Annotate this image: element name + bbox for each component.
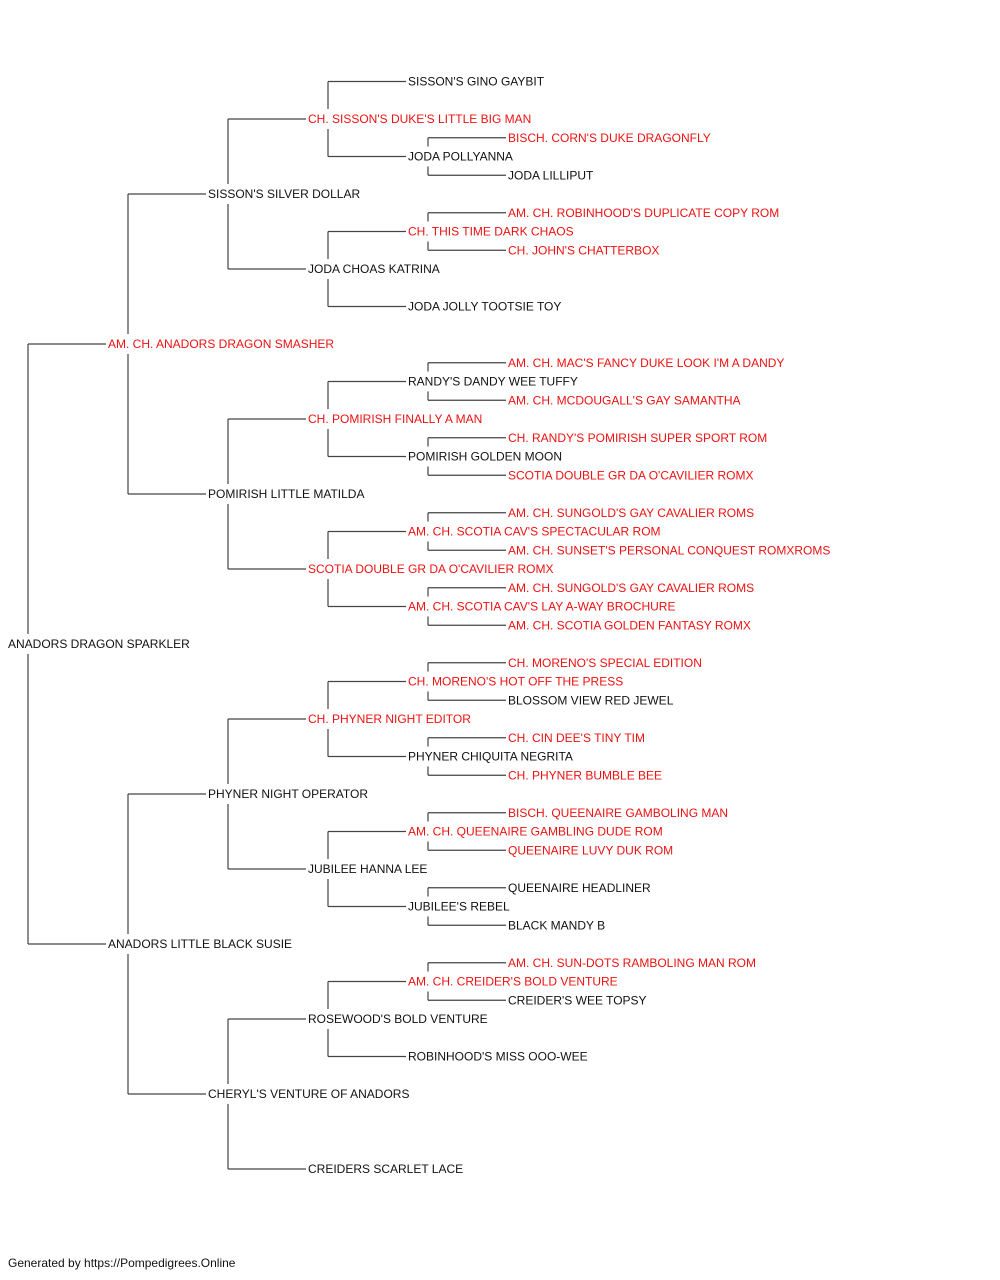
pedigree-node[interactable]: CH. MORENO'S HOT OFF THE PRESS xyxy=(408,675,623,689)
pedigree-node[interactable]: BLACK MANDY B xyxy=(508,918,605,932)
pedigree-node[interactable]: AM. CH. SCOTIA CAV'S LAY A-WAY BROCHURE xyxy=(408,600,675,614)
pedigree-node[interactable]: SISSON'S GINO GAYBIT xyxy=(408,75,545,89)
pedigree-node[interactable]: AM. CH. MCDOUGALL'S GAY SAMANTHA xyxy=(508,393,741,407)
pedigree-node[interactable]: AM. CH. SUNSET'S PERSONAL CONQUEST ROMXR… xyxy=(508,543,830,557)
pedigree-node[interactable]: PHYNER CHIQUITA NEGRITA xyxy=(408,750,573,764)
pedigree-node[interactable]: CH. RANDY'S POMIRISH SUPER SPORT ROM xyxy=(508,431,767,445)
pedigree-node[interactable]: JUBILEE'S REBEL xyxy=(408,900,510,914)
footer-credit: Generated by https://Pompedigrees.Online xyxy=(8,1256,236,1270)
pedigree-node[interactable]: CH. CIN DEE'S TINY TIM xyxy=(508,731,645,745)
pedigree-node[interactable]: AM. CH. MAC'S FANCY DUKE LOOK I'M A DAND… xyxy=(508,356,784,370)
pedigree-node[interactable]: AM. CH. ROBINHOOD'S DUPLICATE COPY ROM xyxy=(508,206,779,220)
pedigree-node[interactable]: ROSEWOOD'S BOLD VENTURE xyxy=(308,1012,488,1026)
pedigree-node[interactable]: JODA POLLYANNA xyxy=(408,150,513,164)
pedigree-node[interactable]: AM. CH. CREIDER'S BOLD VENTURE xyxy=(408,975,618,989)
pedigree-node[interactable]: BISCH. QUEENAIRE GAMBOLING MAN xyxy=(508,806,728,820)
pedigree-node[interactable]: JODA JOLLY TOOTSIE TOY xyxy=(408,300,561,314)
pedigree-node[interactable]: BLOSSOM VIEW RED JEWEL xyxy=(508,693,674,707)
pedigree-node[interactable]: CH. JOHN'S CHATTERBOX xyxy=(508,243,659,257)
pedigree-node[interactable]: ROBINHOOD'S MISS OOO-WEE xyxy=(408,1050,588,1064)
pedigree-node[interactable]: AM. CH. SUNGOLD'S GAY CAVALIER ROMS xyxy=(508,581,754,595)
pedigree-node[interactable]: JODA CHOAS KATRINA xyxy=(308,262,440,276)
pedigree-node[interactable]: CH. THIS TIME DARK CHAOS xyxy=(408,225,574,239)
pedigree-node[interactable]: POMIRISH LITTLE MATILDA xyxy=(208,487,364,501)
pedigree-node[interactable]: CREIDER'S WEE TOPSY xyxy=(508,993,647,1007)
pedigree-node[interactable]: SCOTIA DOUBLE GR DA O'CAVILIER ROMX xyxy=(308,562,553,576)
pedigree-node[interactable]: JODA LILLIPUT xyxy=(508,168,594,182)
pedigree-node[interactable]: CH. PHYNER BUMBLE BEE xyxy=(508,768,662,782)
pedigree-node[interactable]: CH. PHYNER NIGHT EDITOR xyxy=(308,712,471,726)
pedigree-node[interactable]: ANADORS LITTLE BLACK SUSIE xyxy=(108,937,292,951)
pedigree-node[interactable]: AM. CH. SUN-DOTS RAMBOLING MAN ROM xyxy=(508,956,756,970)
pedigree-node[interactable]: CH. MORENO'S SPECIAL EDITION xyxy=(508,656,702,670)
pedigree-node[interactable]: AM. CH. SCOTIA CAV'S SPECTACULAR ROM xyxy=(408,525,661,539)
pedigree-node[interactable]: AM. CH. ANADORS DRAGON SMASHER xyxy=(108,337,334,351)
pedigree-node[interactable]: ANADORS DRAGON SPARKLER xyxy=(8,637,190,651)
pedigree-node[interactable]: QUEENAIRE LUVY DUK ROM xyxy=(508,843,673,857)
pedigree-node[interactable]: AM. CH. SUNGOLD'S GAY CAVALIER ROMS xyxy=(508,506,754,520)
pedigree-node[interactable]: AM. CH. QUEENAIRE GAMBLING DUDE ROM xyxy=(408,825,663,839)
pedigree-node[interactable]: CHERYL'S VENTURE OF ANADORS xyxy=(208,1087,409,1101)
pedigree-node[interactable]: QUEENAIRE HEADLINER xyxy=(508,881,651,895)
pedigree-node[interactable]: RANDY'S DANDY WEE TUFFY xyxy=(408,375,578,389)
pedigree-node[interactable]: SISSON'S SILVER DOLLAR xyxy=(208,187,360,201)
pedigree-node[interactable]: JUBILEE HANNA LEE xyxy=(308,862,427,876)
pedigree-tree: ANADORS DRAGON SPARKLER AM. CH. ANADORS D… xyxy=(8,75,830,1177)
pedigree-node[interactable]: CREIDERS SCARLET LACE xyxy=(308,1162,463,1176)
pedigree-node[interactable]: POMIRISH GOLDEN MOON xyxy=(408,450,562,464)
pedigree-node[interactable]: CH. SISSON'S DUKE'S LITTLE BIG MAN xyxy=(308,112,531,126)
pedigree-node[interactable]: CH. POMIRISH FINALLY A MAN xyxy=(308,412,482,426)
pedigree-node[interactable]: SCOTIA DOUBLE GR DA O'CAVILIER ROMX xyxy=(508,468,753,482)
pedigree-node[interactable]: PHYNER NIGHT OPERATOR xyxy=(208,787,368,801)
pedigree-node[interactable]: AM. CH. SCOTIA GOLDEN FANTASY ROMX xyxy=(508,618,751,632)
pedigree-node[interactable]: BISCH. CORN'S DUKE DRAGONFLY xyxy=(508,131,711,145)
